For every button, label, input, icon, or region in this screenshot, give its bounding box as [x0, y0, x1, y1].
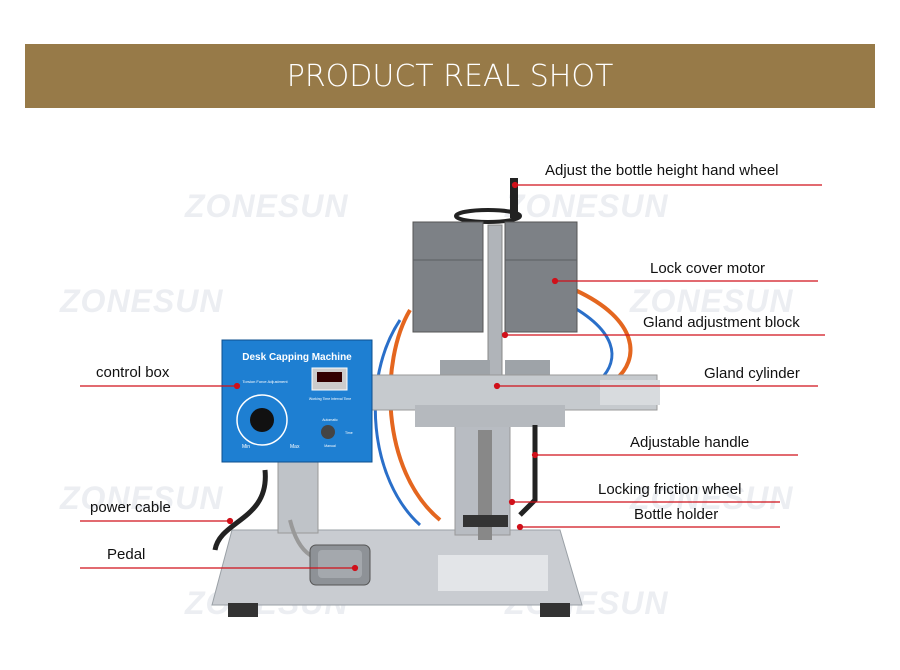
label-power-cable: power cable [90, 499, 171, 516]
mode-switch [321, 425, 335, 439]
svg-text:Automatic: Automatic [322, 418, 338, 422]
svg-text:Manual: Manual [324, 444, 336, 448]
adjustable-handle [518, 425, 538, 517]
svg-text:Min: Min [242, 444, 250, 450]
panel-title: Desk Capping Machine [242, 352, 352, 363]
label-locking-friction-wheel: Locking friction wheel [598, 481, 742, 498]
svg-text:Time: Time [345, 431, 353, 435]
svg-text:Working Time Interval Time: Working Time Interval Time [309, 397, 351, 401]
label-lock-cover-motor: Lock cover motor [650, 260, 766, 277]
bottle-pad [438, 555, 548, 591]
watermark: ZONESUN [60, 480, 224, 516]
label-pedal: Pedal [107, 546, 146, 563]
watermark: ZONESUN [505, 188, 669, 224]
control-box [221, 339, 373, 463]
watermark: ZONESUN [630, 480, 794, 516]
motor-right [504, 221, 578, 333]
power-cable [212, 469, 268, 551]
header-banner: PRODUCT REAL SHOT [25, 44, 875, 108]
bottle-holder [463, 515, 508, 527]
watermark: ZONESUN [60, 283, 224, 319]
motor-left [412, 221, 484, 333]
label-bottle-holder: Bottle holder [634, 506, 719, 523]
hand-wheel [454, 208, 522, 224]
leader-lines [80, 181, 825, 572]
label-gland-cylinder: Gland cylinder [704, 365, 800, 382]
svg-text:Max: Max [290, 444, 300, 450]
label-adjustable-handle: Adjustable handle [630, 434, 750, 451]
label-gland-adjustment-block: Gland adjustment block [643, 314, 800, 331]
watermark: ZONESUN [630, 283, 794, 319]
label-hand-wheel: Adjust the bottle height hand wheel [545, 162, 779, 179]
torsion-dial [250, 408, 274, 432]
svg-text:Torsion Force Adjustment: Torsion Force Adjustment [242, 379, 288, 384]
banner-title: PRODUCT REAL SHOT [286, 58, 614, 94]
watermark: ZONESUN [185, 188, 349, 224]
label-control-box: control box [96, 364, 170, 381]
